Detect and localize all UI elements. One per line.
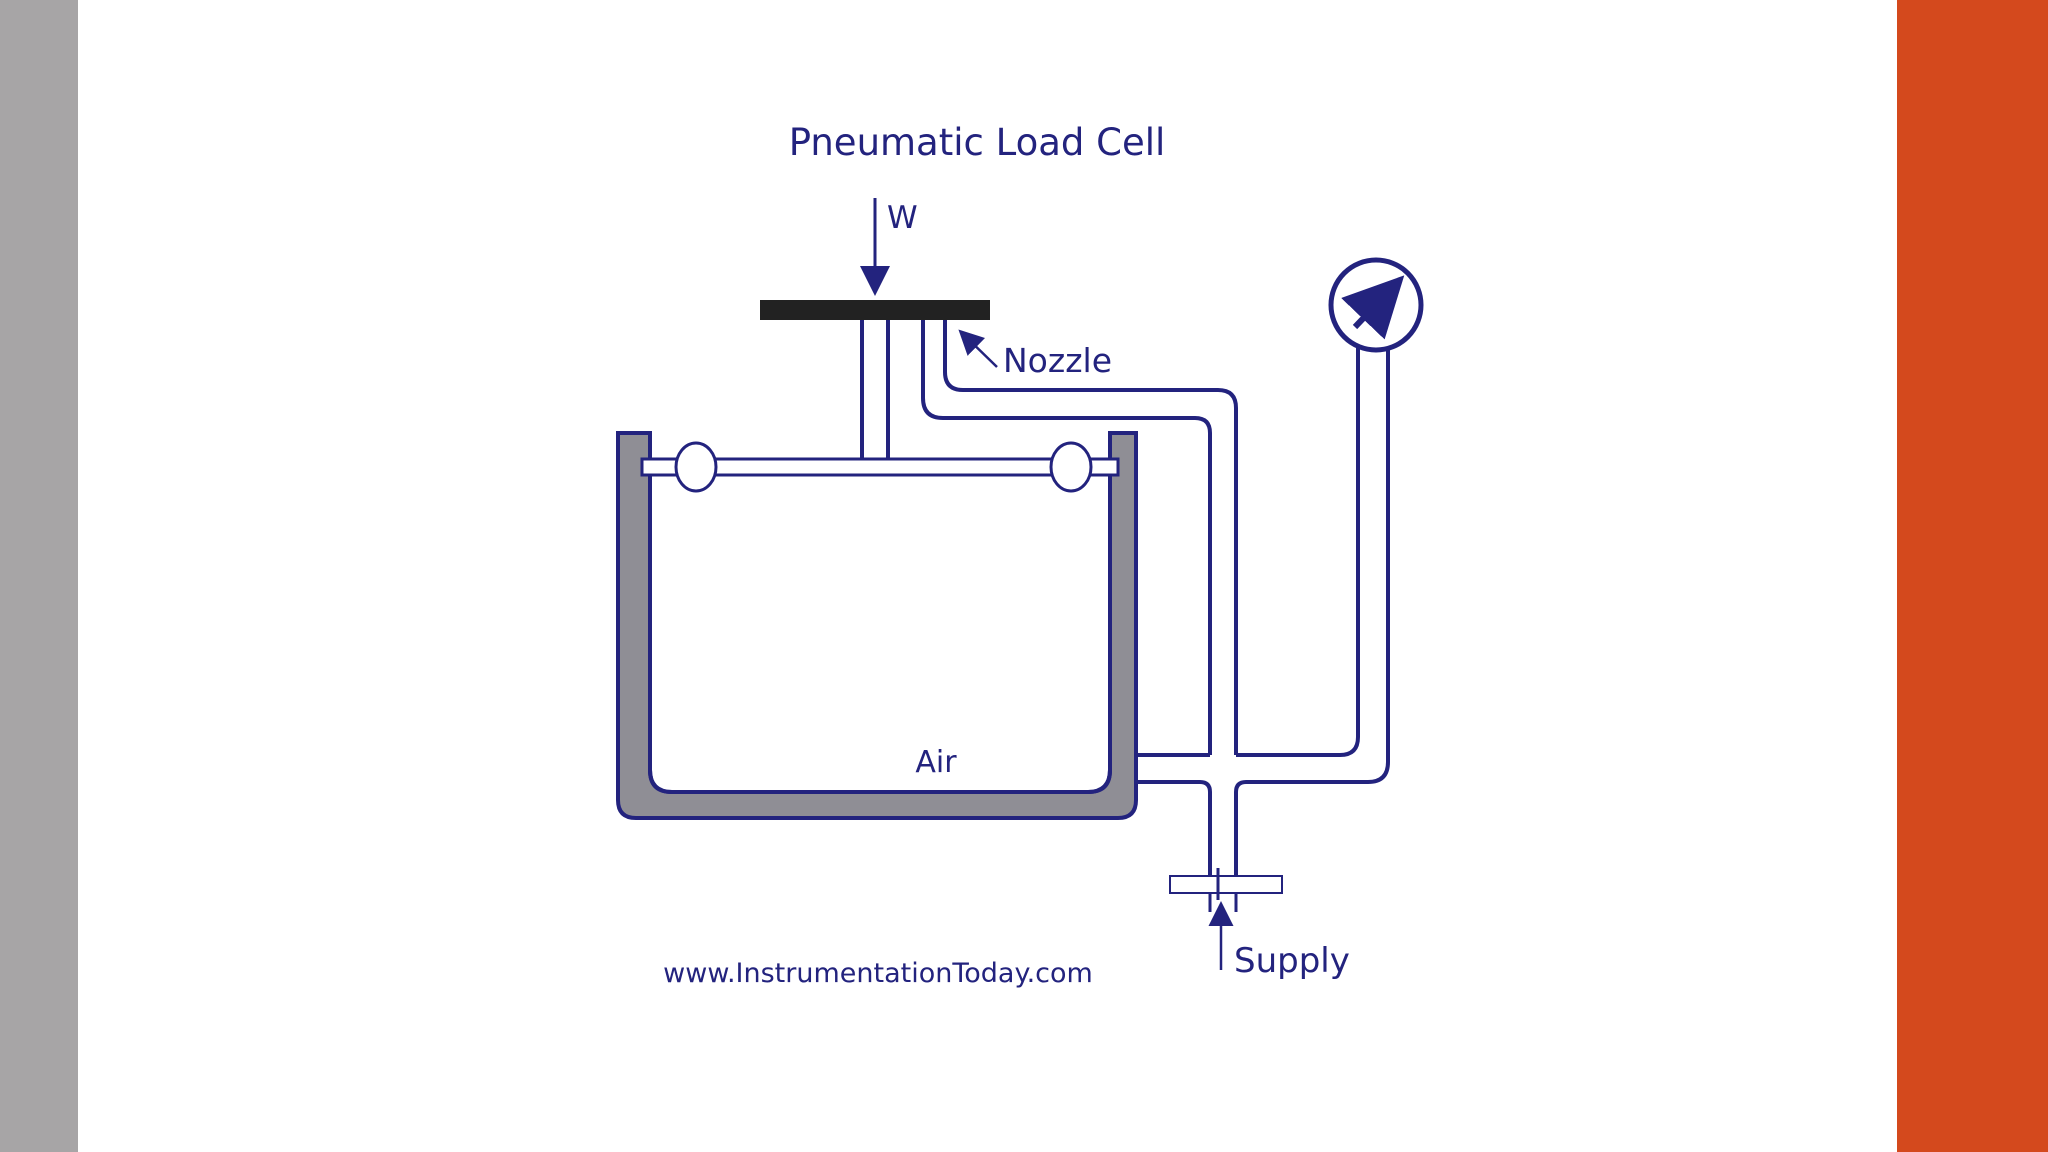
- supply-valve: [1169, 868, 1283, 912]
- manifold-pipes: [1136, 348, 1390, 885]
- platform-stem: [860, 320, 890, 460]
- air-label: Air: [915, 745, 957, 780]
- left-sidebar-bar: [0, 0, 78, 1152]
- slide-canvas: [78, 0, 1897, 1152]
- nozzle-tube: [921, 320, 1238, 755]
- supply-label: Supply: [1234, 941, 1350, 981]
- right-accent-bar: [1897, 0, 2048, 1152]
- air-tank: [616, 431, 1138, 820]
- diaphragm: [640, 441, 1120, 493]
- nozzle-pointer: [958, 329, 998, 368]
- diagram-title: Pneumatic Load Cell: [789, 121, 1166, 164]
- source-watermark: www.InstrumentationToday.com: [663, 958, 1093, 989]
- pressure-gauge-icon: [1328, 257, 1424, 353]
- nozzle-label: Nozzle: [1003, 341, 1112, 380]
- weight-label: W: [887, 200, 918, 236]
- load-platform: [760, 300, 990, 320]
